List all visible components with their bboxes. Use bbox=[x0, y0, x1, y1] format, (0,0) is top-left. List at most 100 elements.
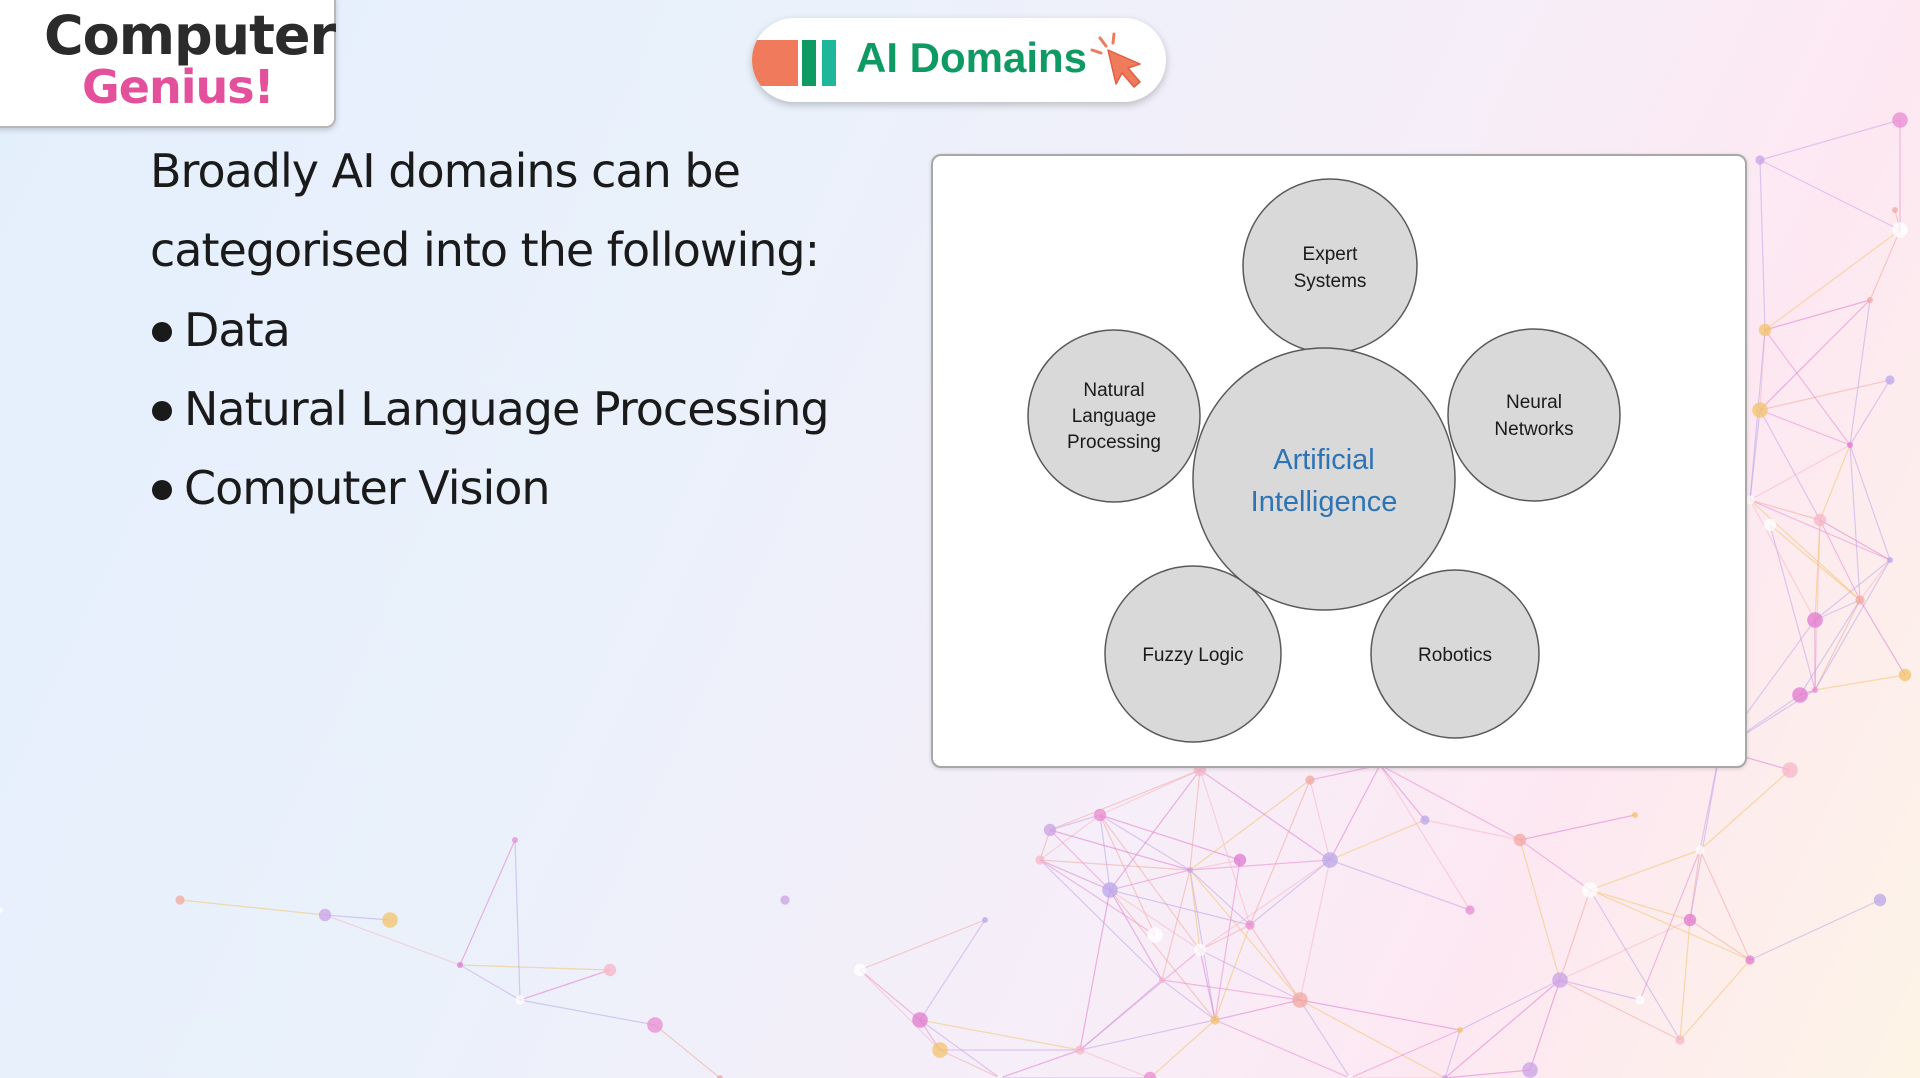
network-node bbox=[1763, 518, 1777, 532]
network-line bbox=[1379, 764, 1521, 841]
network-line bbox=[1869, 229, 1901, 301]
network-node bbox=[1465, 905, 1475, 915]
center-node-artificial-intelligence: Artificial Intelligence bbox=[1192, 347, 1456, 611]
network-node bbox=[717, 1075, 723, 1078]
bullet-dot-icon bbox=[152, 480, 172, 500]
network-node bbox=[1873, 893, 1887, 907]
network-line bbox=[1189, 769, 1201, 871]
bullet-item: Natural Language Processing bbox=[150, 370, 830, 449]
ai-domains-diagram-card: Expert Systems Natural Language Processi… bbox=[931, 154, 1747, 768]
network-node bbox=[1035, 855, 1045, 865]
network-node bbox=[1683, 913, 1697, 927]
network-line bbox=[1749, 499, 1816, 621]
network-node bbox=[1675, 1035, 1685, 1045]
network-node bbox=[1582, 882, 1598, 898]
network-line bbox=[1759, 409, 1851, 446]
network-line bbox=[1749, 499, 1891, 561]
network-line bbox=[1759, 299, 1871, 411]
network-node bbox=[1075, 1045, 1085, 1055]
node-label-line: Networks bbox=[1494, 419, 1573, 440]
bullet-item: Computer Vision bbox=[150, 449, 829, 528]
network-line bbox=[1769, 524, 1861, 601]
network-line bbox=[1099, 814, 1241, 861]
network-line bbox=[1379, 764, 1471, 911]
network-line bbox=[1849, 444, 1861, 601]
network-node bbox=[1442, 1075, 1448, 1078]
network-line bbox=[1519, 839, 1561, 981]
network-node bbox=[1887, 557, 1893, 563]
network-line bbox=[939, 1049, 1001, 1078]
network-line bbox=[179, 899, 326, 916]
network-line bbox=[1589, 889, 1691, 921]
network-line bbox=[519, 969, 611, 1001]
center-label-line: Artificial bbox=[1273, 444, 1375, 476]
network-line bbox=[1679, 919, 1691, 1041]
logo-text-computer: Computer bbox=[44, 4, 336, 67]
network-line bbox=[1161, 979, 1216, 1021]
network-line bbox=[459, 964, 521, 1001]
network-line bbox=[654, 1024, 721, 1078]
network-node bbox=[1159, 977, 1165, 983]
network-line bbox=[1444, 1069, 1531, 1078]
network-line bbox=[459, 964, 611, 971]
network-line bbox=[1819, 519, 1891, 561]
network-node bbox=[853, 963, 867, 977]
network-line bbox=[1589, 849, 1701, 891]
network-line bbox=[1814, 599, 1861, 621]
network-line bbox=[1329, 764, 1381, 861]
network-line bbox=[1814, 599, 1861, 691]
network-node bbox=[932, 1042, 948, 1058]
network-line bbox=[459, 839, 516, 966]
network-line bbox=[1079, 1019, 1216, 1051]
network-line bbox=[1299, 859, 1331, 1001]
network-line bbox=[1819, 444, 1851, 521]
network-line bbox=[1199, 769, 1251, 926]
network-node bbox=[1457, 1027, 1463, 1033]
network-line bbox=[1764, 299, 1871, 331]
node-label-line: Natural bbox=[1083, 380, 1144, 401]
domain-bullet-list: Data Natural Language Processing Compute… bbox=[150, 291, 830, 528]
network-line bbox=[1589, 889, 1751, 961]
network-node bbox=[1755, 155, 1765, 165]
banner-bar-green bbox=[802, 40, 816, 86]
network-node bbox=[982, 917, 988, 923]
network-line bbox=[1424, 819, 1521, 841]
network-line bbox=[1214, 924, 1251, 1021]
network-node bbox=[1758, 323, 1772, 337]
network-line bbox=[1759, 159, 1901, 231]
network-line bbox=[1529, 979, 1561, 1071]
network-node bbox=[1305, 775, 1315, 785]
network-node bbox=[1813, 513, 1827, 527]
center-circle bbox=[1192, 347, 1456, 611]
network-line bbox=[1039, 859, 1111, 891]
network-line bbox=[1679, 959, 1751, 1041]
network-node bbox=[1792, 687, 1808, 703]
network-line bbox=[1309, 779, 1331, 861]
network-node bbox=[515, 995, 525, 1005]
network-node bbox=[647, 1017, 663, 1033]
network-line bbox=[1859, 599, 1906, 676]
network-line bbox=[1109, 889, 1216, 1021]
network-line bbox=[1699, 849, 1751, 961]
network-node bbox=[1143, 1071, 1157, 1078]
network-node bbox=[512, 837, 518, 843]
network-line bbox=[1099, 814, 1111, 891]
logo: Computer Genius! bbox=[0, 0, 336, 128]
network-node bbox=[997, 1075, 1003, 1078]
logo-text-genius: Genius! bbox=[82, 60, 275, 114]
network-line bbox=[1814, 519, 1821, 621]
network-line bbox=[1349, 1029, 1461, 1078]
network-line bbox=[1814, 674, 1906, 691]
network-line bbox=[1559, 979, 1641, 1001]
network-line bbox=[1444, 979, 1561, 1078]
network-node bbox=[1892, 112, 1908, 128]
network-node bbox=[1782, 762, 1798, 778]
network-line bbox=[324, 914, 461, 966]
network-line bbox=[1149, 1019, 1216, 1078]
intro-line-2: categorised into the following: bbox=[150, 223, 820, 277]
network-node bbox=[1187, 867, 1193, 873]
network-node bbox=[1867, 297, 1873, 303]
network-line bbox=[999, 1049, 1081, 1078]
network-line bbox=[1749, 444, 1851, 501]
